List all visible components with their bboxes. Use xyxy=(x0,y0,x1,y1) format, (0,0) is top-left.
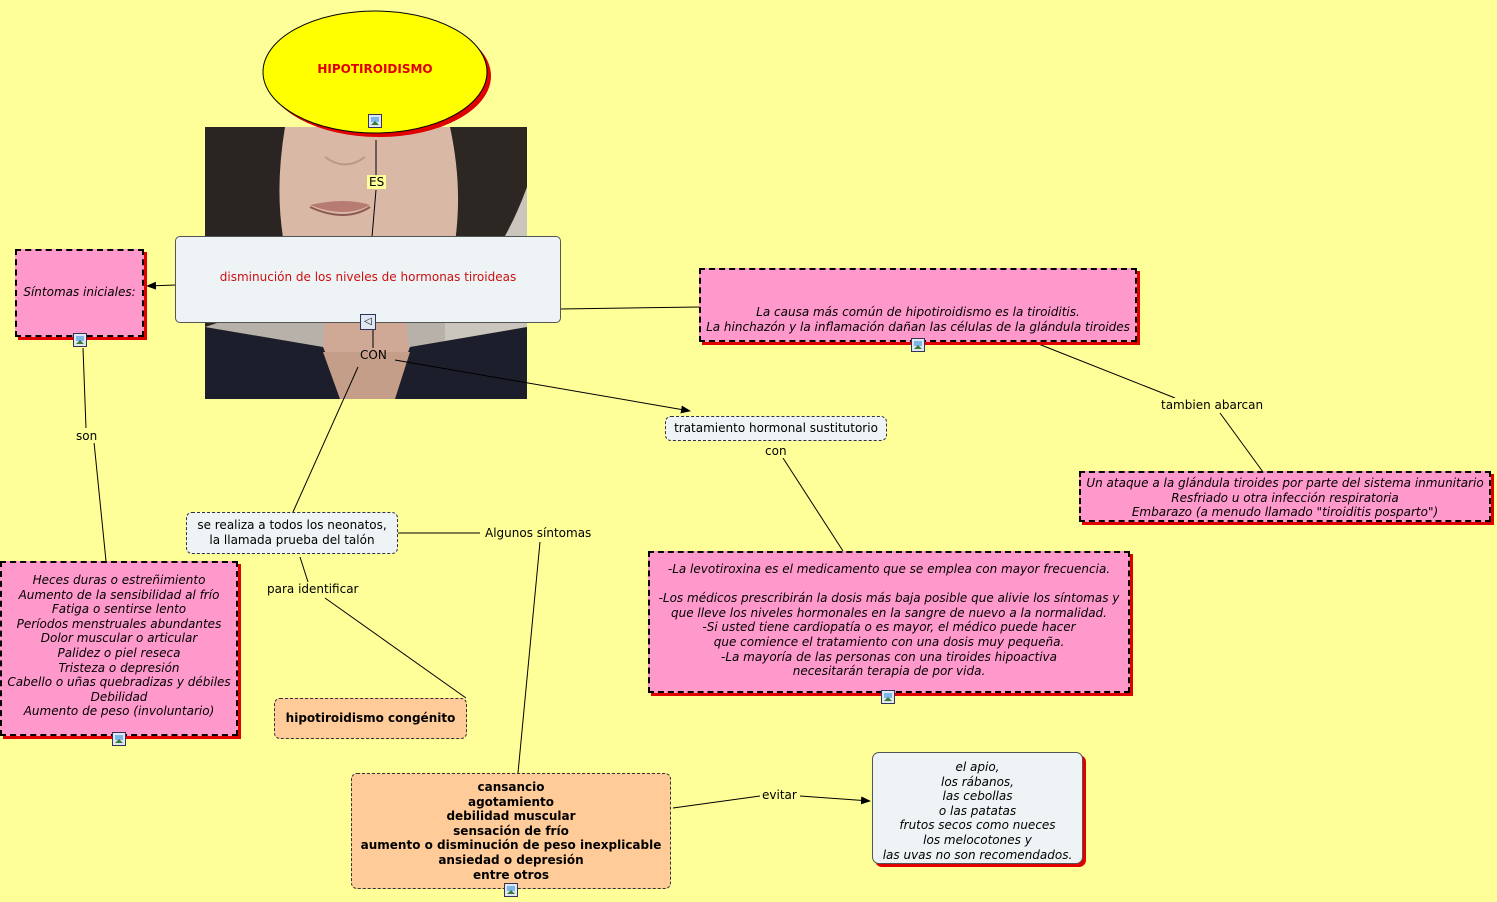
image-icon[interactable] xyxy=(881,690,895,704)
levotiroxina-text: -La levotiroxina es el medicamento que s… xyxy=(658,562,1120,679)
alimentos-node[interactable]: el apio, los rábanos, las cebollas o las… xyxy=(872,752,1083,864)
link-definition-causa xyxy=(559,306,701,310)
label-es: ES xyxy=(367,175,387,189)
image-icon[interactable] xyxy=(368,114,382,128)
label-evitar: evitar xyxy=(760,788,799,802)
tratamiento-node[interactable]: tratamiento hormonal sustitutorio xyxy=(665,416,887,441)
neonatos-text: se realiza a todos los neonatos, la llam… xyxy=(197,518,387,547)
sintomas-lista-text: Heces duras o estreñimiento Aumento de l… xyxy=(7,573,231,719)
cansancio-text: cansancio agotamiento debilidad muscular… xyxy=(360,780,662,882)
definition-text: disminución de los niveles de hormonas t… xyxy=(219,270,517,284)
alimentos-text: el apio, los rábanos, las cebollas o las… xyxy=(882,760,1073,862)
link-cansancio-evitar xyxy=(672,795,761,809)
label-tambien-abarcan: tambien abarcan xyxy=(1159,398,1266,412)
title-node[interactable]: HIPOTIROIDISMO xyxy=(262,10,491,137)
congenito-node[interactable]: hipotiroidismo congénito xyxy=(274,698,467,739)
tambien-node[interactable]: Un ataque a la glándula tiroides por par… xyxy=(1079,471,1491,522)
causa-text: La causa más común de hipotiroidismo es … xyxy=(706,305,1130,334)
tratamiento-text: tratamiento hormonal sustitutorio xyxy=(674,421,878,435)
tambien-text: Un ataque a la glándula tiroides por par… xyxy=(1086,476,1484,520)
image-icon[interactable] xyxy=(911,338,925,352)
link-causa-tambien xyxy=(1035,342,1176,399)
link-algunos-cansancio xyxy=(517,541,541,774)
sintomas-iniciales-node[interactable]: Síntomas iniciales: xyxy=(15,249,144,337)
label-para-identificar: para identificar xyxy=(265,582,361,596)
cansancio-node[interactable]: cansancio agotamiento debilidad muscular… xyxy=(351,773,671,889)
definition-node[interactable]: disminución de los niveles de hormonas t… xyxy=(175,236,561,323)
speaker-icon[interactable]: ◁ xyxy=(360,314,376,330)
link-para-congenito xyxy=(324,597,467,699)
image-icon[interactable] xyxy=(504,883,518,897)
image-icon[interactable] xyxy=(73,333,87,347)
link-definition-sintomas xyxy=(146,281,177,290)
link-neonatos-para xyxy=(299,556,309,583)
link-tambien-ataque xyxy=(1219,412,1264,473)
label-con-upper: CON xyxy=(360,348,387,362)
levotiroxina-node[interactable]: -La levotiroxina es el medicamento que s… xyxy=(648,551,1130,693)
label-son: son xyxy=(74,429,100,443)
causa-node[interactable]: La causa más común de hipotiroidismo es … xyxy=(699,268,1137,342)
label-algunos-sintomas: Algunos síntomas xyxy=(483,526,594,540)
congenito-text: hipotiroidismo congénito xyxy=(285,711,456,725)
link-sintomas-son xyxy=(82,347,87,429)
title-text: HIPOTIROIDISMO xyxy=(317,62,433,76)
link-evitar-alimentos xyxy=(799,795,871,805)
label-con-lower: con xyxy=(763,444,789,458)
image-icon[interactable] xyxy=(112,732,126,746)
link-son-lista xyxy=(93,441,107,562)
neonatos-node[interactable]: se realiza a todos los neonatos, la llam… xyxy=(186,512,398,554)
sintomas-lista-node[interactable]: Heces duras o estreñimiento Aumento de l… xyxy=(0,561,238,736)
sintomas-iniciales-text: Síntomas iniciales: xyxy=(23,285,136,299)
link-con-levotiroxina xyxy=(782,457,844,552)
